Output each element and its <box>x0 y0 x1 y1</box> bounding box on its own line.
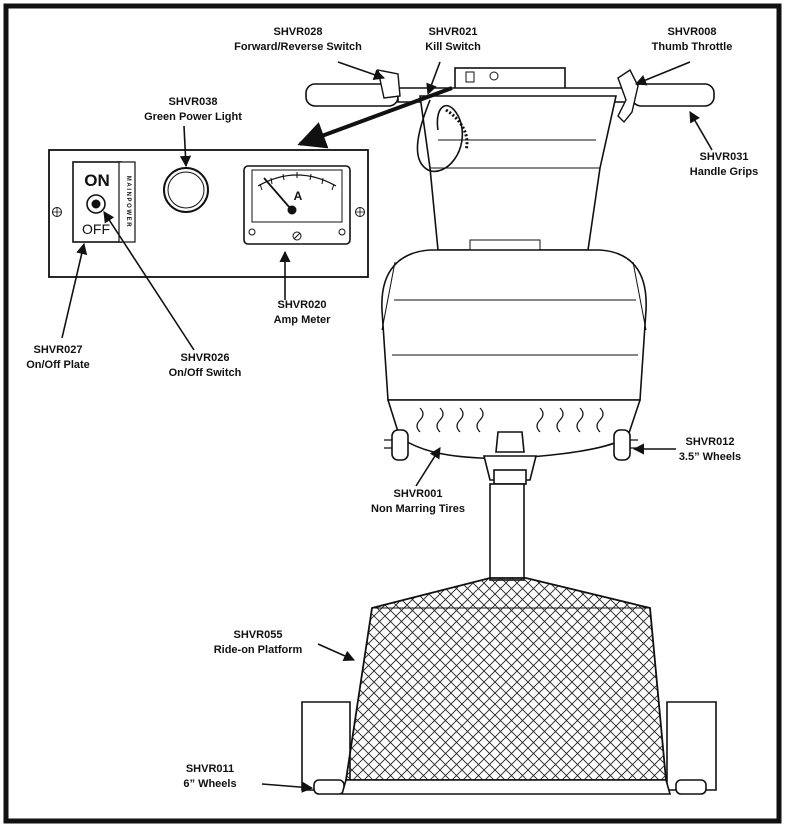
leader-shvr026 <box>103 211 195 351</box>
amp-meter-needle <box>263 177 291 209</box>
callout-name: Forward/Reverse Switch <box>234 41 362 53</box>
callout-name: 6” Wheels <box>183 778 236 790</box>
on-label: ON <box>84 171 110 190</box>
callout-name: 3.5” Wheels <box>679 451 741 463</box>
callout-name: Handle Grips <box>690 166 758 178</box>
callout-shvr008: SHVR008 Thumb Throttle <box>652 26 733 53</box>
tow-bar <box>489 483 525 581</box>
callout-name: Ride-on Platform <box>214 644 303 656</box>
amp-meter-unit: A <box>294 189 303 203</box>
callout-shvr001: SHVR001 Non Marring Tires <box>371 488 465 515</box>
machine-drawing <box>301 67 717 795</box>
leader-shvr038 <box>179 125 192 168</box>
caster-wheel-right <box>613 429 631 461</box>
kill-switch-cord <box>416 99 464 173</box>
callout-name: Non Marring Tires <box>371 503 465 515</box>
callout-code: SHVR001 <box>394 488 443 500</box>
callout-shvr012: SHVR012 3.5” Wheels <box>679 436 741 463</box>
control-panel-inset <box>48 149 369 278</box>
callout-shvr028: SHVR028 Forward/Reverse Switch <box>234 26 362 53</box>
handlebar-right <box>631 83 715 107</box>
leader-shvr008 <box>634 61 691 86</box>
callout-shvr020: SHVR020 Amp Meter <box>274 299 332 326</box>
callout-name: On/Off Plate <box>26 359 90 371</box>
callout-name: Thumb Throttle <box>652 41 733 53</box>
tire-tread <box>416 407 604 433</box>
main-power-label: MAINPOWER <box>125 176 131 228</box>
callout-shvr027: SHVR027 On/Off Plate <box>26 344 90 371</box>
leader-shvr021 <box>426 61 441 96</box>
callout-name: Green Power Light <box>144 111 242 123</box>
callout-code: SHVR031 <box>700 151 749 163</box>
panel-location-arrow <box>297 86 453 149</box>
callout-code: SHVR008 <box>668 26 717 38</box>
leader-shvr001 <box>415 447 441 487</box>
callout-shvr038: SHVR038 Green Power Light <box>144 96 242 123</box>
callout-code: SHVR027 <box>34 344 83 356</box>
callout-code: SHVR012 <box>686 436 735 448</box>
leader-shvr028 <box>337 61 386 80</box>
callout-shvr026: SHVR026 On/Off Switch <box>169 352 242 379</box>
callout-code: SHVR020 <box>278 299 327 311</box>
caster-wheel-left <box>391 429 409 461</box>
meter-screw-right-icon <box>338 228 346 236</box>
off-label: OFF <box>82 221 110 237</box>
leader-shvr031 <box>689 111 713 151</box>
leader-shvr055 <box>317 643 356 662</box>
callout-shvr011: SHVR011 6” Wheels <box>183 763 236 790</box>
meter-screw-left-icon <box>248 228 256 236</box>
callout-code: SHVR011 <box>186 763 234 775</box>
leader-shvr027 <box>61 242 88 339</box>
callout-shvr021: SHVR021 Kill Switch <box>425 26 481 53</box>
callout-code: SHVR028 <box>274 26 323 38</box>
callout-code: SHVR038 <box>169 96 218 108</box>
callout-shvr055: SHVR055 Ride-on Platform <box>214 629 303 656</box>
leader-arrows <box>61 61 713 793</box>
callout-shvr031: SHVR031 Handle Grips <box>690 151 758 178</box>
callout-code: SHVR021 <box>429 26 478 38</box>
leader-shvr011 <box>261 781 314 793</box>
callout-name: On/Off Switch <box>169 367 242 379</box>
callout-name: Amp Meter <box>274 314 332 326</box>
callout-code: SHVR055 <box>234 629 283 641</box>
callout-name: Kill Switch <box>425 41 481 53</box>
callout-code: SHVR026 <box>181 352 230 364</box>
